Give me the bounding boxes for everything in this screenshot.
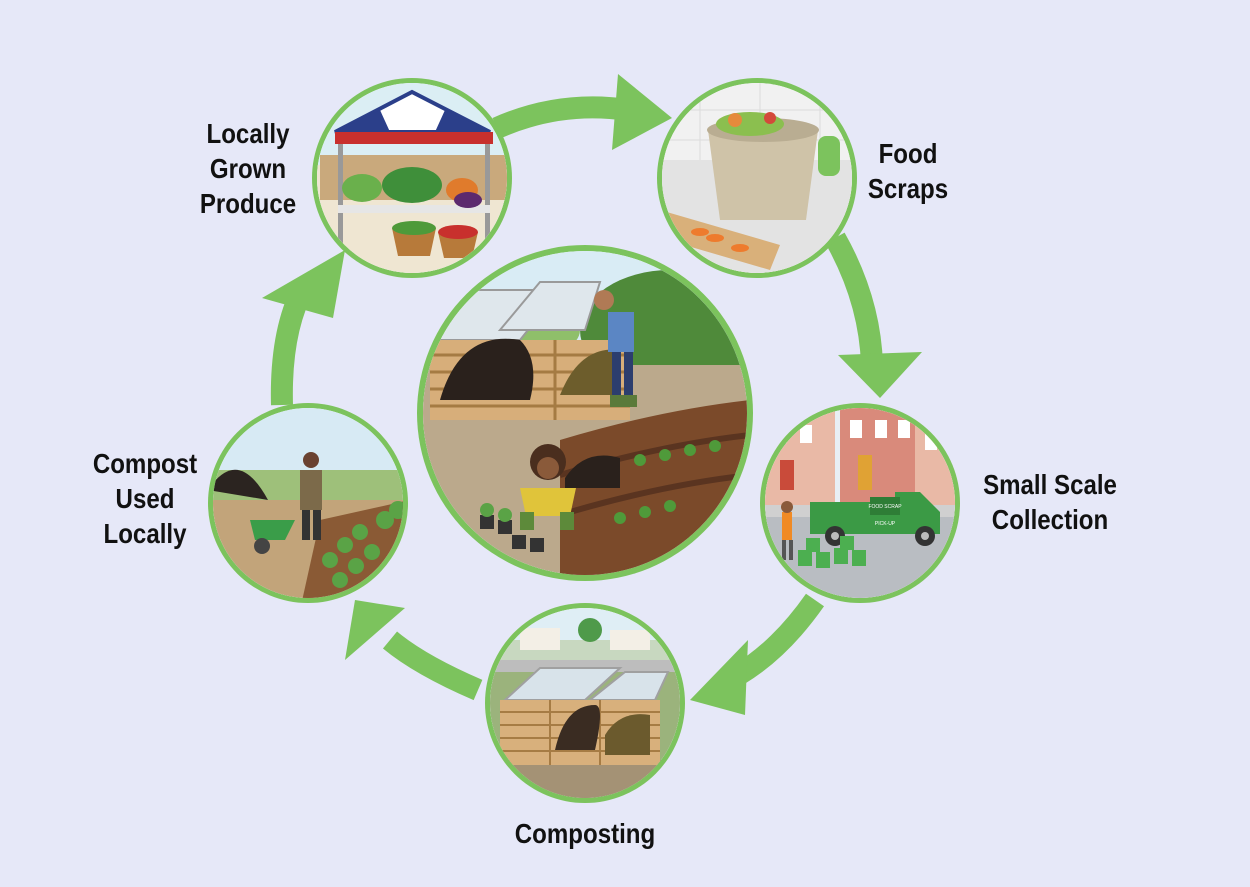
arrow-collection-to-composting [732,593,825,685]
label-line: Grown [209,153,287,184]
truck-text-line1: FOOD SCRAP [868,504,902,510]
label-line: Used [115,483,175,514]
arrow-heads [262,74,922,715]
pickup-truck-icon: FOOD SCRAP PICK-UP [765,408,955,598]
label-line: Composting [514,818,656,849]
stage-composting-circle [485,603,685,803]
arrowhead-composting [690,640,748,715]
truck-text-line2: PICK-UP [875,521,896,527]
label-small-scale-collection: Small Scale Collection [964,467,1136,537]
cycle-arrows [270,96,883,701]
stage-produce-circle [312,78,512,278]
arrow-food-to-collection [825,232,883,366]
label-line: Small Scale [983,469,1117,500]
arrow-composting-to-used [382,631,483,701]
stage-food-circle [657,78,857,278]
label-line: Locally [103,518,187,549]
label-line: Locally [206,118,290,149]
label-line: Compost [92,448,198,479]
arrowhead-food [612,74,672,150]
label-line: Scraps [867,173,949,204]
label-composting: Composting [486,816,684,851]
arrow-produce-to-food [492,96,630,139]
stage-collection-circle: FOOD SCRAP PICK-UP [760,403,960,603]
label-locally-grown-produce: Locally Grown Produce [188,116,308,221]
arrowhead-used [345,600,405,660]
label-line: Collection [991,504,1109,535]
label-compost-used-locally: Compost Used Locally [81,446,210,551]
label-line: Produce [199,188,297,219]
arrowhead-collection [838,352,922,398]
label-line: Food [878,138,938,169]
label-food-scraps: Food Scraps [856,136,959,206]
arrowhead-produce [262,250,345,318]
center-circle [417,245,753,581]
stage-used-circle [208,403,408,603]
